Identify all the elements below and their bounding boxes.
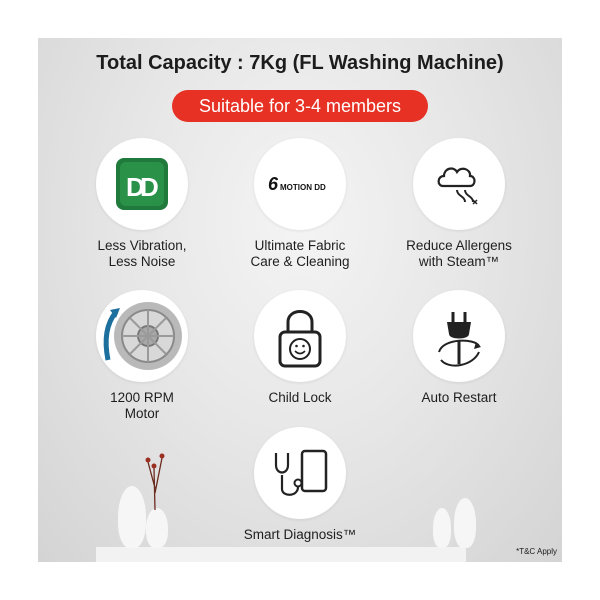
feature-fabric-care: 6 MOTION DD Ultimate Fabric Care & Clean… — [230, 138, 370, 270]
6-motion-dd-icon: 6 MOTION DD — [254, 138, 346, 230]
feature-label: Less Vibration, Less Noise — [97, 238, 187, 269]
feature-label: Smart Diagnosis™ — [243, 527, 357, 542]
svg-text:6: 6 — [268, 174, 279, 194]
feature-allergens: Reduce Allergens with Steam™ — [389, 138, 529, 270]
motor-drum-icon — [96, 290, 188, 382]
svg-text:D: D — [140, 172, 159, 202]
svg-text:D: D — [126, 172, 145, 202]
feature-smart-diagnosis: Smart Diagnosis™ — [230, 427, 370, 543]
svg-text:MOTION DD: MOTION DD — [280, 183, 326, 192]
shelf-decoration — [96, 547, 466, 562]
feature-auto-restart: Auto Restart — [389, 290, 529, 406]
feature-less-vibration: D D Less Vibration, Less Noise — [72, 138, 212, 270]
feature-label: Auto Restart — [421, 390, 497, 405]
feature-label: Reduce Allergens with Steam™ — [406, 238, 512, 269]
vase-decoration — [454, 498, 476, 548]
child-lock-icon — [254, 290, 346, 382]
smart-diagnosis-icon — [254, 427, 346, 519]
feature-child-lock: Child Lock — [230, 290, 370, 406]
steam-icon — [413, 138, 505, 230]
terms-footnote: *T&C Apply — [516, 547, 557, 556]
feature-label: Ultimate Fabric Care & Cleaning — [250, 238, 350, 269]
capacity-title: Total Capacity : 7Kg (FL Washing Machine… — [96, 52, 504, 74]
vase-decoration — [118, 486, 146, 548]
feature-panel: Total Capacity : 7Kg (FL Washing Machine… — [38, 38, 562, 562]
vase-decoration — [146, 508, 168, 548]
feature-label: 1200 RPM Motor — [110, 390, 174, 421]
feature-rpm-motor: 1200 RPM Motor — [72, 290, 212, 422]
feature-label: Child Lock — [268, 390, 332, 405]
dried-flower-decoration — [145, 453, 165, 510]
vase-decoration — [433, 508, 451, 548]
auto-restart-plug-icon — [413, 290, 505, 382]
members-badge: Suitable for 3-4 members — [172, 90, 428, 122]
dd-motor-icon: D D — [96, 138, 188, 230]
